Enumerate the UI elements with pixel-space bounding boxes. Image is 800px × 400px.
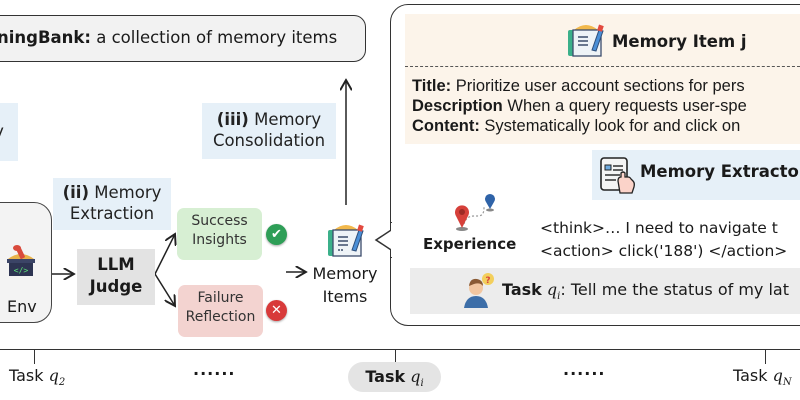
timeline-ellipsis: ······ <box>193 364 236 383</box>
task-query-text: Task qi: Tell me the status of my lat <box>502 280 789 303</box>
memory-item-description: Description When a query requests user-s… <box>412 97 747 115</box>
task-timeline <box>0 349 800 350</box>
timeline-task-qn[interactable]: Task qN <box>733 366 792 389</box>
experience-action-line: <action> click('188') </action> <box>540 242 788 260</box>
check-circle-icon: ✔ <box>266 224 287 245</box>
timeline-ellipsis: ······ <box>563 364 606 383</box>
memory-notebook-icon <box>568 24 604 57</box>
llm-judge-box: LLM Judge <box>77 249 155 305</box>
reasoning-bank-name: ningBank: <box>0 28 91 47</box>
success-insights-box: Success Insights <box>177 208 262 260</box>
svg-text:?: ? <box>485 276 490 286</box>
memory-extractor-label: Memory Extractor <box>640 162 800 181</box>
user-question-icon: ? <box>464 273 494 308</box>
env-box: </> Env <box>0 202 52 323</box>
timeline-tick <box>34 349 35 364</box>
timeline-task-qi-current[interactable]: Task qi <box>348 362 441 392</box>
memory-item-card <box>405 14 800 144</box>
reasoning-bank-description: a collection of memory items <box>96 28 338 47</box>
experience-label: Experience <box>423 235 517 253</box>
env-label: Env <box>7 297 37 316</box>
timeline-task-q2[interactable]: Task q2 <box>9 366 66 389</box>
memory-item-title: Title: Prioritize user account sections … <box>412 77 745 95</box>
stage-retrieval-label: y <box>0 103 18 161</box>
panel-pointer <box>374 222 394 258</box>
svg-text:</>: </> <box>14 266 29 275</box>
document-hand-icon <box>600 157 635 194</box>
timeline-tick <box>395 349 396 364</box>
experience-think-line: <think>… I need to navigate t <box>540 219 778 237</box>
arrow-judge-to-success <box>154 234 175 275</box>
task-variable: qi <box>546 280 561 303</box>
stage-consolidation-label: (iii) Memory Consolidation <box>202 103 336 159</box>
sandbox-code-icon: </> <box>7 245 35 276</box>
memory-item-content: Content: Systematically look for and cli… <box>412 117 741 135</box>
memory-notebook-icon <box>328 224 364 257</box>
timeline-tick <box>765 349 766 364</box>
memory-items-label: Memory Items <box>312 264 378 306</box>
arrow-judge-to-failure <box>154 273 175 306</box>
memory-item-heading: Memory Item j <box>612 32 747 51</box>
route-pins-icon <box>455 194 495 231</box>
failure-reflection-box: Failure Reflection <box>178 285 263 337</box>
divider <box>405 66 800 67</box>
stage-extraction-label: (ii) Memory Extraction <box>53 178 171 230</box>
x-circle-icon: ✕ <box>266 300 287 321</box>
reasoning-bank-box: ningBank: a collection of memory items <box>0 15 366 62</box>
